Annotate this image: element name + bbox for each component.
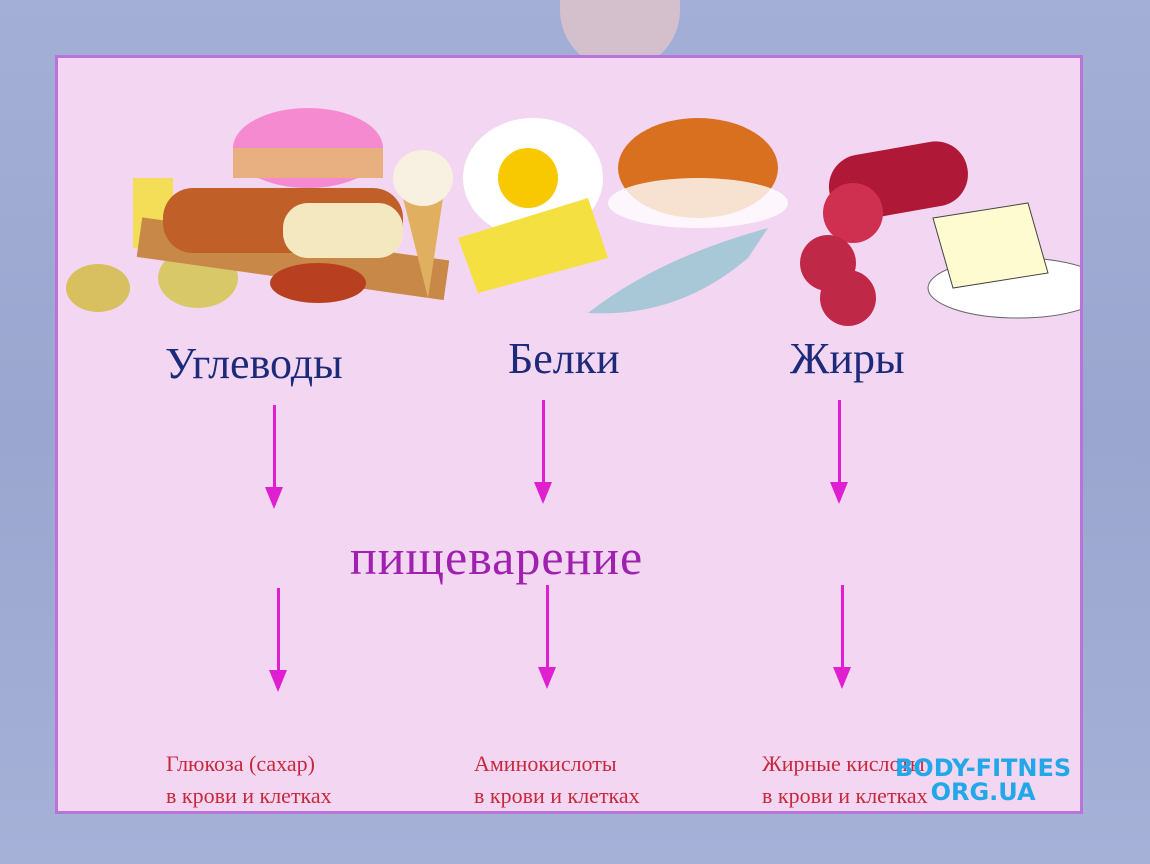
watermark: BODY-FITNES ORG.UA [895,756,1071,804]
arrow-down [830,400,848,504]
result-amino-acids: Аминокислоты в крови и клетках [474,748,640,812]
result-line: Жирные кислоты [762,751,925,776]
column-title-carbohydrates: Углеводы [165,339,343,388]
column-title-fats: Жиры [790,334,905,383]
result-line: в крови и клетках [474,783,640,808]
carbohydrate-foods [66,108,453,312]
watermark-line: ORG.UA [930,778,1036,806]
arrow-down [265,405,283,509]
diagram-panel [55,55,1083,814]
digestion-label: пищеварение [350,529,644,585]
watermark-line: BODY-FITNES [895,754,1072,782]
arrow-down [269,588,287,692]
result-line: в крови и клетках [166,783,332,808]
result-glucose: Глюкоза (сахар) в крови и клетках [166,748,332,812]
result-line: Аминокислоты [474,751,617,776]
result-line: Глюкоза (сахар) [166,751,315,776]
fat-foods [800,141,1080,326]
arrow-down [538,585,556,689]
protein-foods [458,118,788,314]
arrow-down [534,400,552,504]
result-fatty-acids: Жирные кислоты в крови и клетках [762,748,928,812]
arrow-down [833,585,851,689]
food-illustrations [66,108,1080,326]
column-title-proteins: Белки [508,334,620,383]
result-line: в крови и клетках [762,783,928,808]
